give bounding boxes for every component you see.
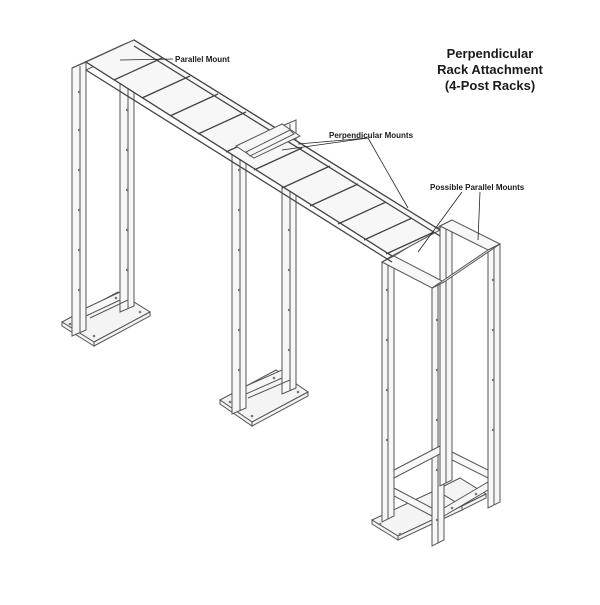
diagram-title: Perpendicular Rack Attachment (4-Post Ra… [400, 46, 580, 94]
cable-runway [84, 39, 441, 263]
callout-perpendicular-mounts: Perpendicular Mounts [329, 131, 414, 140]
title-line-1: Perpendicular [446, 46, 534, 61]
title-line-3: (4-Post Racks) [444, 78, 536, 93]
callout-possible-parallel-mounts: Possible Parallel Mounts [430, 183, 525, 192]
right-4post-rack [370, 219, 502, 547]
leader-lines [119, 58, 481, 253]
callout-parallel-mount: Parallel Mount [175, 55, 230, 64]
title-line-2: Rack Attachment [437, 62, 543, 77]
